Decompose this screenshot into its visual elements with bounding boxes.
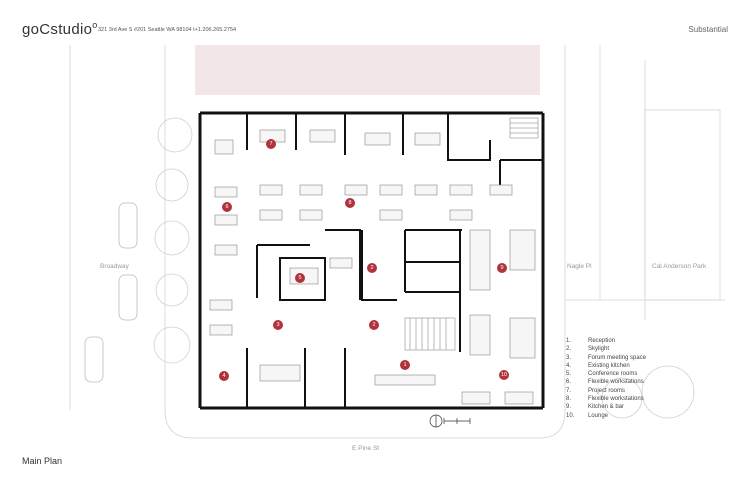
legend-item: 3.Forum meeting space bbox=[566, 354, 647, 361]
exterior-walls bbox=[198, 111, 545, 410]
legend-item: 8.Flexible workstations bbox=[566, 396, 644, 403]
project-name: Substantial bbox=[688, 25, 728, 34]
studio-name: goCstudio bbox=[22, 21, 93, 38]
room-marker-2b: 2 bbox=[367, 263, 377, 273]
interior-walls bbox=[246, 113, 543, 408]
room-marker-8: 8 bbox=[345, 198, 355, 208]
legend-item: 6.Flexible workstations bbox=[566, 379, 644, 386]
room-marker-5: 5 bbox=[295, 273, 305, 283]
street-label-south: E Pine St bbox=[352, 445, 380, 452]
room-legend: 1.Reception 2.Skylight 3.Forum meeting s… bbox=[566, 337, 646, 420]
legend-item: 1.Reception bbox=[566, 338, 616, 344]
legend-item: 2.Skylight bbox=[566, 346, 610, 353]
legend-item: 4.Existing kitchen bbox=[566, 362, 630, 369]
room-marker-3: 3 bbox=[273, 320, 283, 330]
room-marker-6: 6 bbox=[222, 202, 232, 212]
north-arrow-icon bbox=[429, 414, 471, 428]
parked-cars bbox=[84, 202, 138, 383]
room-marker-9: 9 bbox=[497, 263, 507, 273]
room-marker-10: 10 bbox=[499, 370, 509, 380]
street-label-west: Broadway bbox=[100, 263, 129, 270]
site-context-lines bbox=[69, 45, 725, 439]
street-trees bbox=[153, 117, 695, 419]
room-marker-4: 4 bbox=[219, 371, 229, 381]
stair-core bbox=[404, 117, 539, 351]
legend-item: 10.Lounge bbox=[566, 412, 609, 419]
street-label-east: Nagle Pl bbox=[567, 263, 592, 270]
legend-item: 5.Conference rooms bbox=[566, 371, 638, 378]
studio-logo: goCstudioo bbox=[22, 20, 98, 38]
room-marker-7: 7 bbox=[266, 139, 276, 149]
adjacent-building bbox=[195, 45, 540, 95]
room-marker-2a: 2 bbox=[369, 320, 379, 330]
room-marker-1: 1 bbox=[400, 360, 410, 370]
workstation-desks bbox=[209, 129, 536, 405]
park-label: Cal Anderson Park bbox=[652, 263, 707, 270]
plan-title: Main Plan bbox=[22, 456, 63, 466]
studio-address: 321 3rd Ave S #201 Seattle WA 98104 t+1.… bbox=[98, 27, 237, 33]
logo-mark: o bbox=[92, 20, 98, 30]
legend-item: 7.Project rooms bbox=[566, 387, 626, 394]
legend-item: 9.Kitchen & bar bbox=[566, 404, 625, 411]
